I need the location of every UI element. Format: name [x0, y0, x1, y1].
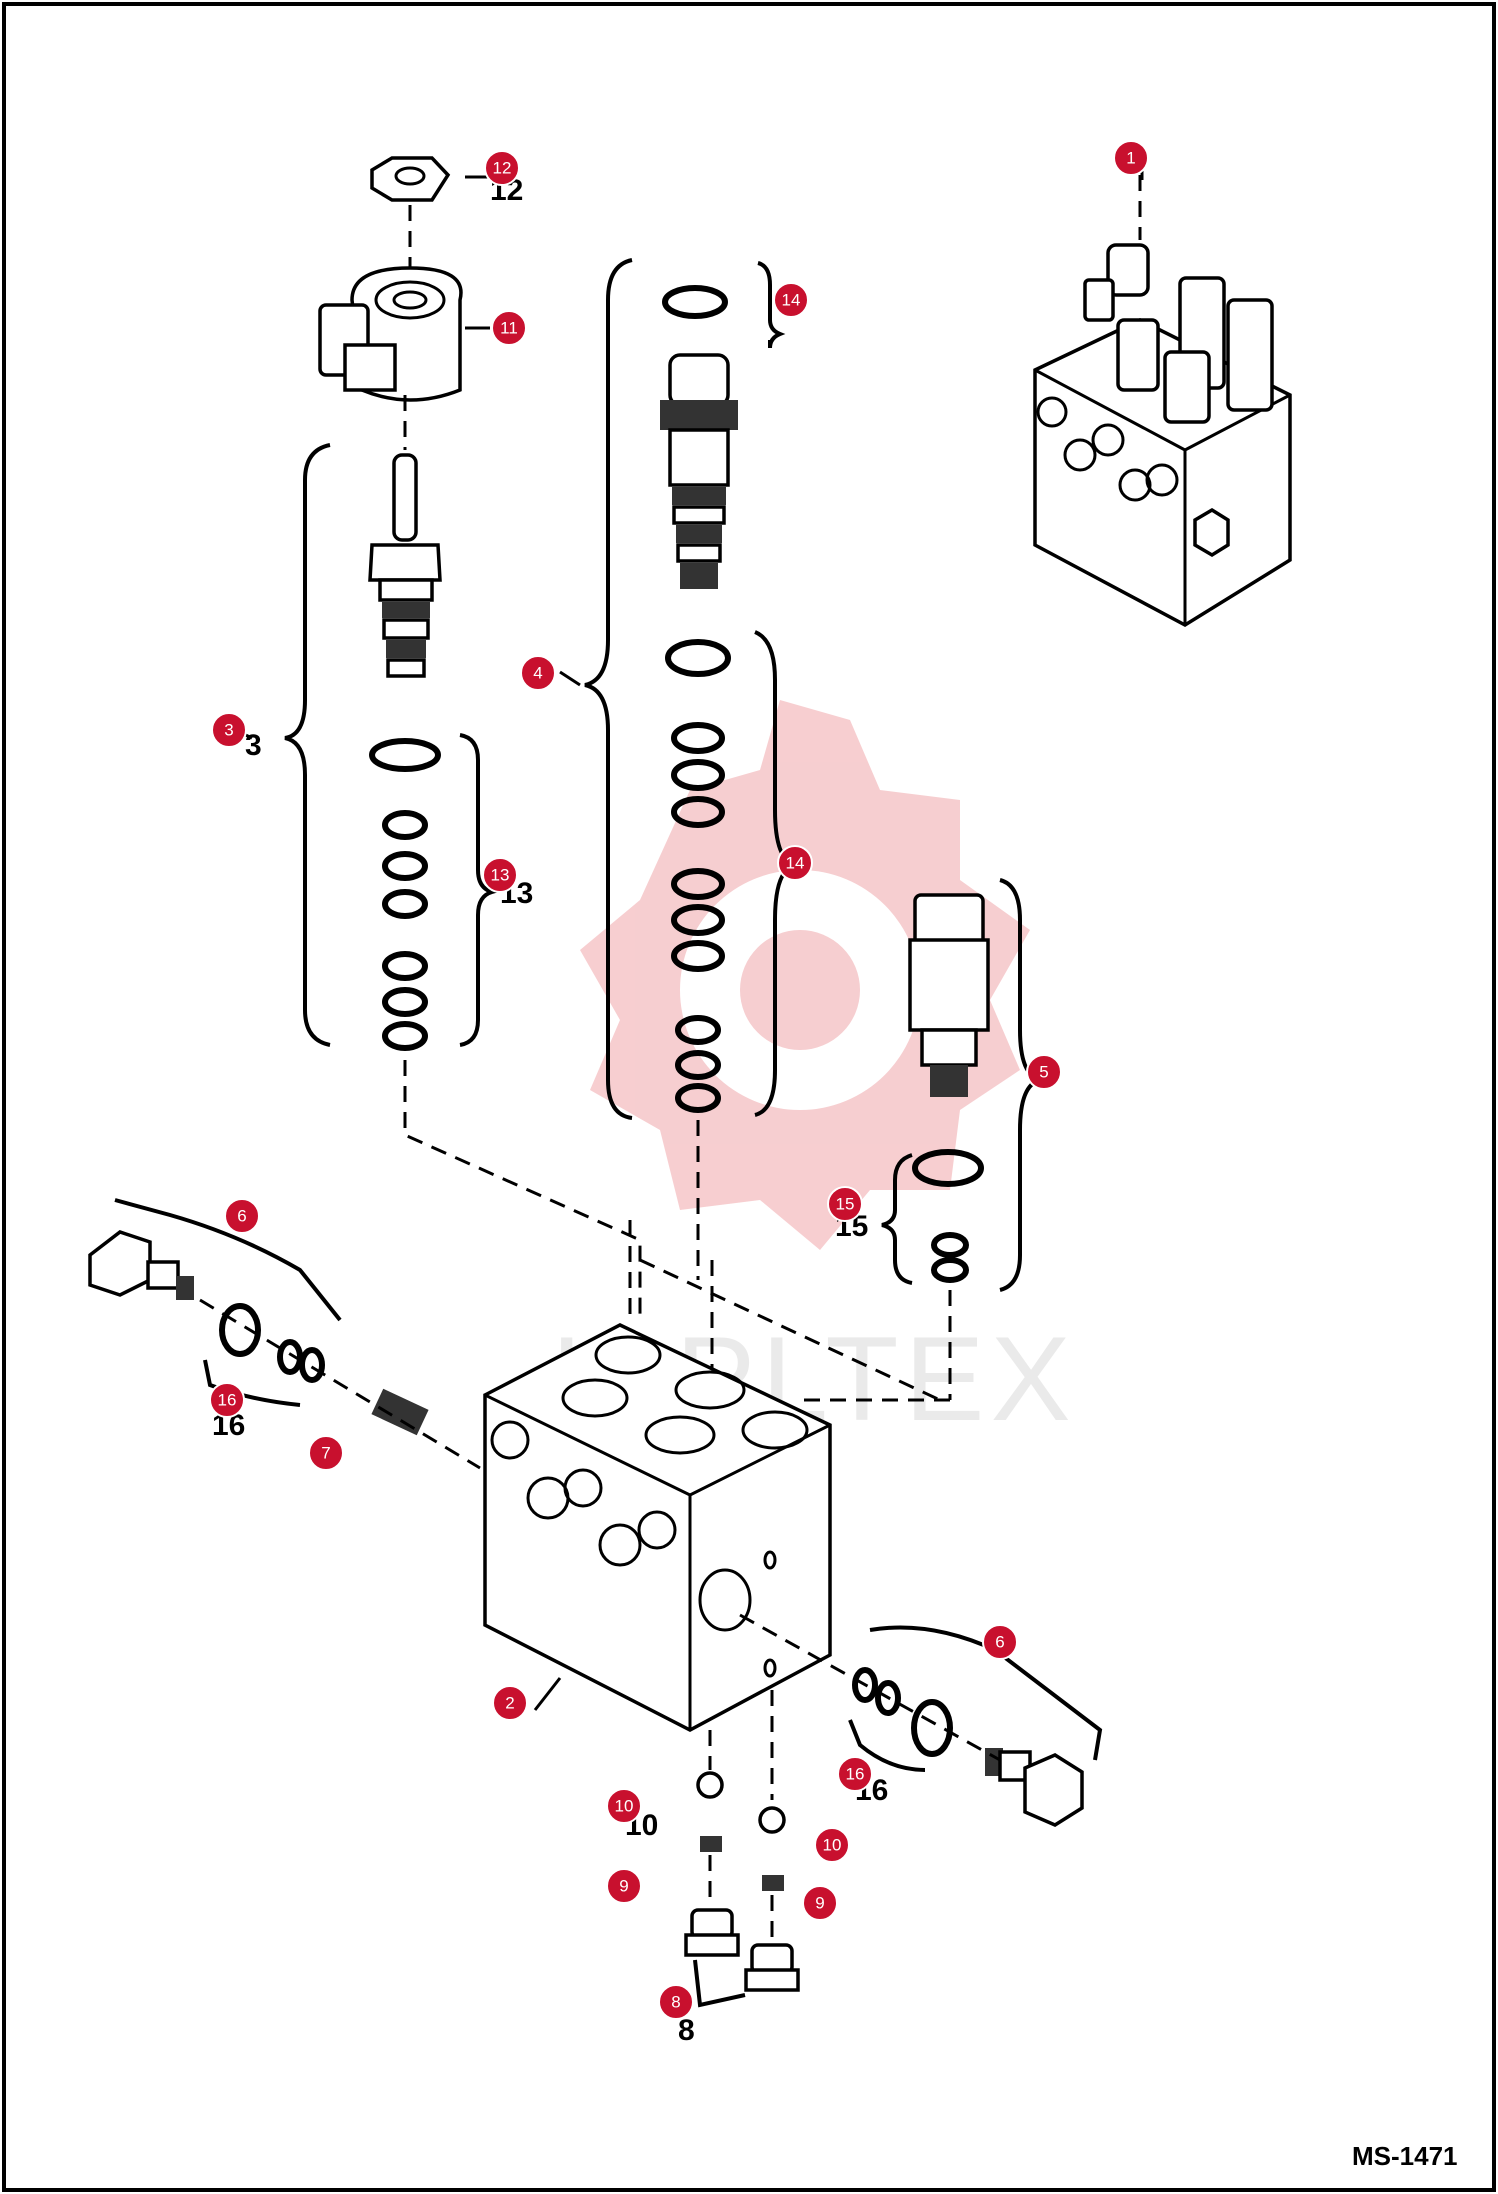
callout-16-left: 16 [209, 1382, 245, 1418]
callout-1: 1 [1113, 140, 1149, 176]
part-label-3: 3 [245, 729, 262, 762]
callout-14-mid: 14 [777, 845, 813, 881]
svg-text:14: 14 [786, 854, 805, 873]
svg-text:15: 15 [836, 1195, 855, 1214]
svg-text:13: 13 [491, 866, 510, 885]
svg-text:12: 12 [493, 159, 512, 178]
callout-2: 2 [492, 1685, 528, 1721]
callout-15: 15 [827, 1186, 863, 1222]
callout-14-top: 14 [773, 282, 809, 318]
callout-6-right: 6 [982, 1624, 1018, 1660]
svg-text:10: 10 [823, 1836, 842, 1855]
callout-3: 3 [211, 712, 247, 748]
pressure-cartridge [908, 893, 990, 1097]
callout-9-left: 9 [606, 1868, 642, 1904]
svg-text:9: 9 [815, 1894, 824, 1913]
svg-text:9: 9 [619, 1877, 628, 1896]
svg-text:10: 10 [615, 1797, 634, 1816]
left-plug-assembly [88, 1230, 481, 1470]
callout-11: 11 [491, 310, 527, 346]
valve-assembly-illustration [1033, 175, 1292, 628]
callout-13: 13 [482, 857, 518, 893]
right-plug-assembly [739, 1613, 1084, 1827]
svg-text:7: 7 [321, 1444, 330, 1463]
valve-body-block [483, 1323, 832, 1732]
part-label-8: 8 [678, 2014, 695, 2047]
callout-9-right: 9 [802, 1885, 838, 1921]
svg-text:6: 6 [995, 1633, 1004, 1652]
svg-text:1: 1 [1126, 149, 1135, 168]
callout-16-right: 16 [837, 1756, 873, 1792]
svg-text:2: 2 [505, 1694, 514, 1713]
callout-10-right: 10 [814, 1827, 850, 1863]
svg-text:5: 5 [1039, 1063, 1048, 1082]
callout-4: 4 [520, 655, 556, 691]
svg-text:8: 8 [671, 1993, 680, 2012]
callout-12: 12 [484, 150, 520, 186]
callout-10-left: 10 [606, 1788, 642, 1824]
callout-7: 7 [308, 1435, 344, 1471]
svg-text:4: 4 [533, 664, 542, 683]
drawing-number: MS-1471 [1352, 2141, 1458, 2171]
svg-text:16: 16 [218, 1391, 237, 1410]
svg-text:6: 6 [237, 1207, 246, 1226]
svg-text:14: 14 [782, 291, 801, 310]
callout-5: 5 [1026, 1054, 1062, 1090]
svg-text:16: 16 [846, 1765, 865, 1784]
bottom-parts [684, 1690, 800, 2008]
relief-cartridge-column [660, 285, 738, 589]
svg-text:3: 3 [224, 721, 233, 740]
callout-6-left: 6 [224, 1198, 260, 1234]
callout-8: 8 [658, 1984, 694, 2020]
svg-text:11: 11 [500, 319, 518, 338]
solenoid-column [318, 156, 463, 678]
